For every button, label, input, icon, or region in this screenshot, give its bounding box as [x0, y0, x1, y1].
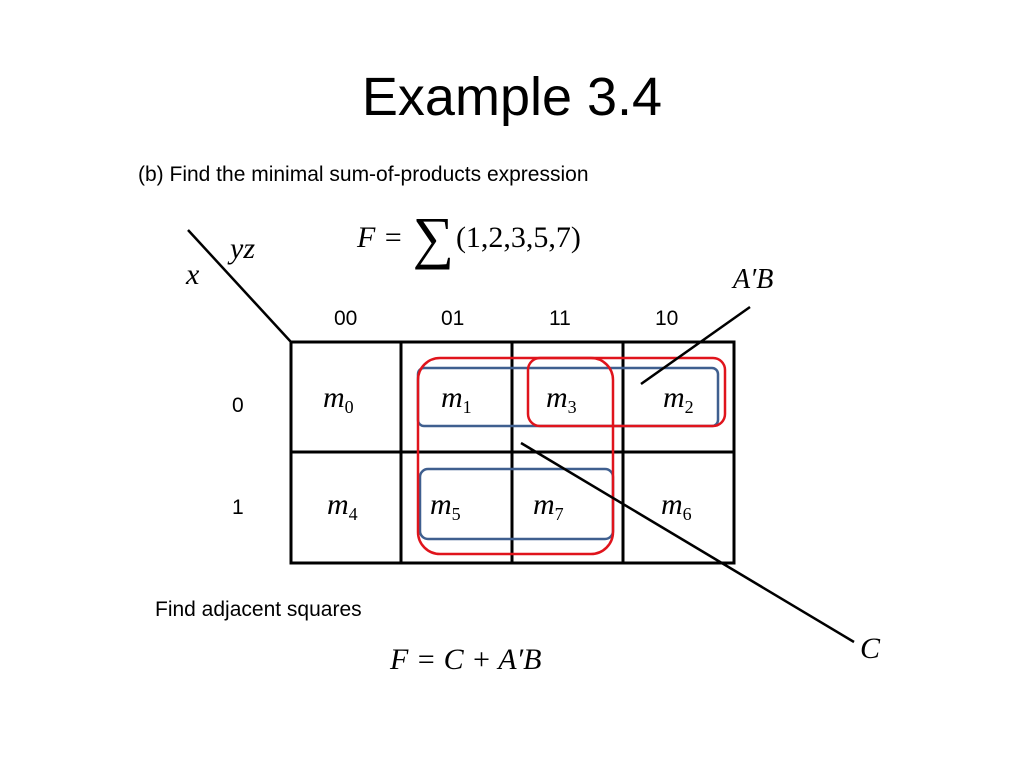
c-pointer-line — [520, 441, 855, 644]
row-header-1: 1 — [232, 496, 244, 519]
group-label-ab: A′B — [733, 264, 774, 295]
kmap-corner-diagonal — [187, 229, 292, 343]
kmap-cell-m1: m1 — [441, 381, 472, 418]
column-header-00: 00 — [334, 307, 358, 330]
kmap-cell-m2: m2 — [663, 381, 694, 418]
column-header-11: 11 — [549, 307, 571, 330]
column-header-01: 01 — [441, 307, 465, 330]
result-expression: F = C + A′B — [390, 643, 542, 676]
kmap-cell-m5: m5 — [430, 488, 461, 525]
subtitle: (b) Find the minimal sum-of-products exp… — [138, 163, 589, 186]
column-header-10: 10 — [655, 307, 679, 330]
note-text: Find adjacent squares — [155, 598, 362, 621]
row-header-0: 0 — [232, 394, 244, 417]
kmap-cell-m6: m6 — [661, 488, 692, 525]
column-variable-label: yz — [230, 232, 255, 265]
function-lhs: F = — [357, 221, 411, 254]
ab-pointer-line — [640, 305, 751, 386]
row-variable-label: x — [186, 258, 200, 291]
kmap-cell-m0: m0 — [323, 381, 354, 418]
kmap-cell-m7: m7 — [533, 488, 564, 525]
group-label-c: C — [860, 632, 881, 665]
function-expression: F = ∑(1,2,3,5,7) — [357, 209, 581, 267]
red-group-c — [416, 356, 615, 556]
kmap-cell-m3: m3 — [546, 381, 577, 418]
slide-title: Example 3.4 — [361, 67, 663, 127]
minterm-list: (1,2,3,5,7) — [455, 221, 581, 254]
kmap-cell-m4: m4 — [327, 488, 358, 525]
red-group-ab — [526, 356, 727, 428]
sigma-symbol: ∑ — [412, 205, 454, 270]
